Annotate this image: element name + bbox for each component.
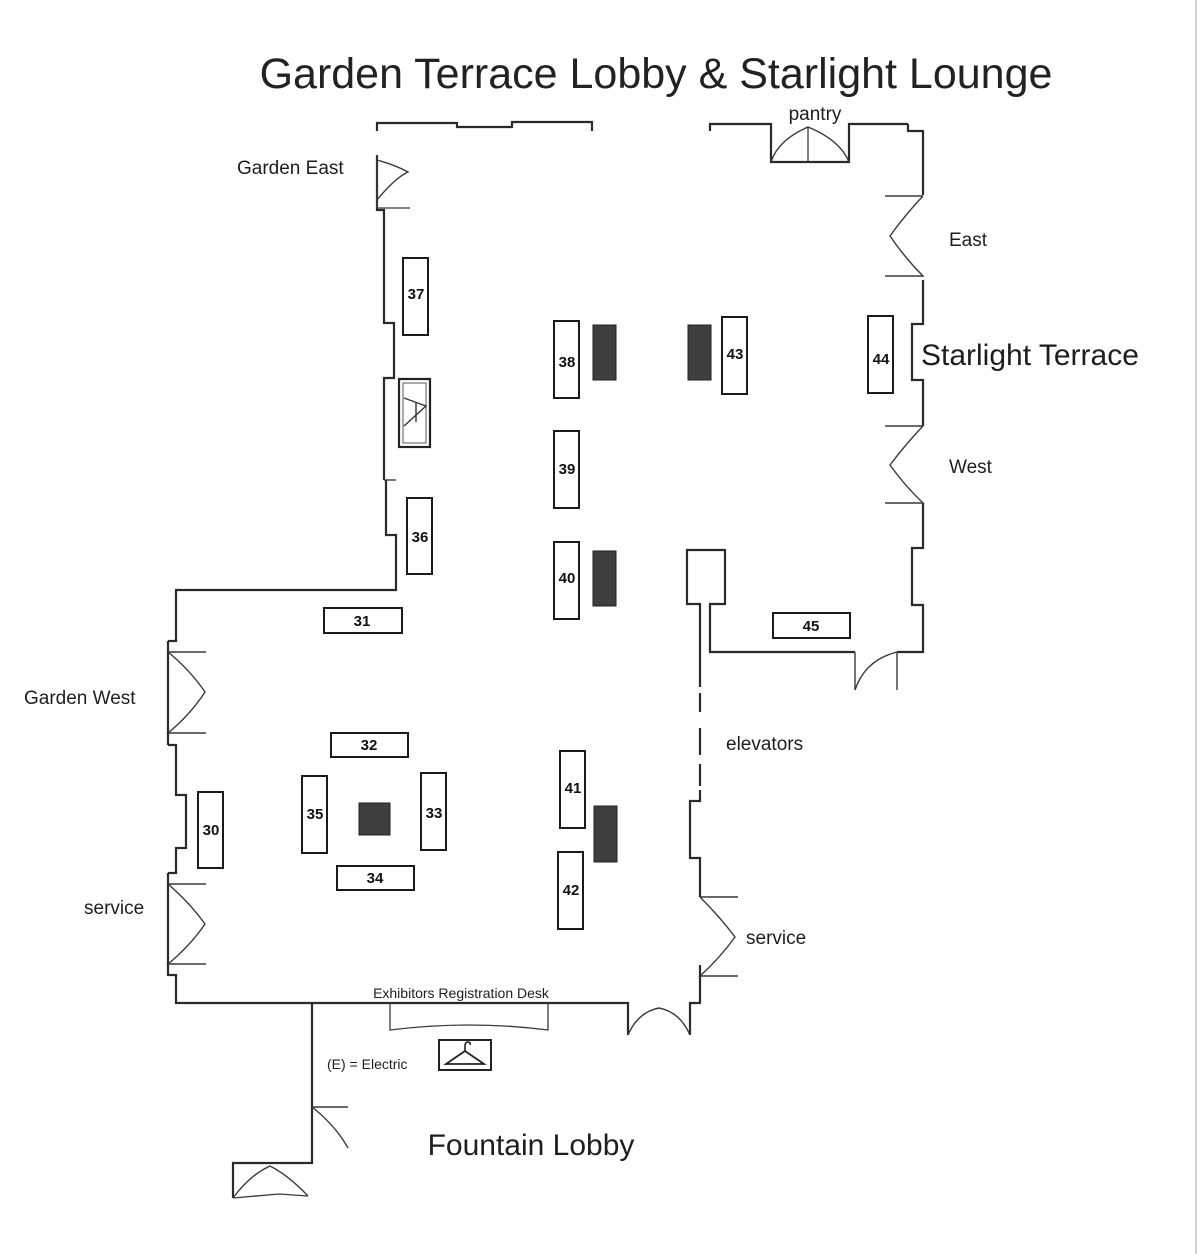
map-title: Garden Terrace Lobby & Starlight Lounge bbox=[260, 50, 1053, 98]
booth-37[interactable]: 37 bbox=[402, 257, 429, 336]
electric-outlets bbox=[358, 324, 712, 863]
svg-text:41: 41 bbox=[565, 780, 582, 797]
doors bbox=[166, 126, 925, 1199]
electric-outlet bbox=[592, 324, 617, 381]
label-registration-desk: Exhibitors Registration Desk bbox=[373, 985, 550, 1001]
svg-text:42: 42 bbox=[563, 882, 580, 899]
booth-43[interactable]: 43 bbox=[721, 316, 748, 395]
svg-text:44: 44 bbox=[873, 351, 890, 368]
svg-text:35: 35 bbox=[307, 806, 324, 823]
label-fountain-lobby: Fountain Lobby bbox=[428, 1129, 635, 1162]
bar-icon bbox=[397, 377, 432, 449]
booth-30[interactable]: 30 bbox=[197, 791, 224, 869]
label-pantry: pantry bbox=[789, 104, 842, 125]
coat-check-icon bbox=[438, 1039, 492, 1071]
svg-text:36: 36 bbox=[412, 529, 429, 546]
booth-31[interactable]: 31 bbox=[323, 607, 403, 634]
booth-35[interactable]: 35 bbox=[301, 775, 328, 854]
label-garden-west: Garden West bbox=[24, 688, 136, 709]
booth-40[interactable]: 40 bbox=[553, 541, 580, 620]
label-elevators: elevators bbox=[726, 734, 803, 755]
svg-text:31: 31 bbox=[354, 613, 371, 630]
registration-desk bbox=[389, 1003, 549, 1031]
electric-outlet bbox=[358, 802, 391, 836]
booth-44[interactable]: 44 bbox=[867, 315, 894, 394]
svg-text:32: 32 bbox=[361, 737, 378, 754]
electric-outlet bbox=[593, 805, 618, 863]
walls bbox=[166, 120, 925, 1199]
label-service-right: service bbox=[746, 928, 806, 949]
label-garden-east: Garden East bbox=[237, 158, 344, 179]
svg-text:38: 38 bbox=[559, 354, 576, 371]
booth-38[interactable]: 38 bbox=[553, 320, 580, 399]
svg-text:39: 39 bbox=[559, 461, 576, 478]
booth-34[interactable]: 34 bbox=[336, 865, 415, 891]
booth-42[interactable]: 42 bbox=[557, 851, 584, 930]
label-service-left: service bbox=[84, 898, 144, 919]
svg-text:43: 43 bbox=[727, 346, 744, 363]
svg-text:34: 34 bbox=[367, 870, 384, 887]
svg-text:33: 33 bbox=[426, 805, 443, 822]
booth-36[interactable]: 36 bbox=[406, 497, 433, 575]
booth-33[interactable]: 33 bbox=[420, 772, 447, 851]
label-west: West bbox=[949, 457, 993, 478]
svg-text:37: 37 bbox=[408, 286, 425, 303]
electric-outlet bbox=[687, 324, 712, 381]
electric-outlet bbox=[592, 550, 617, 607]
svg-text:30: 30 bbox=[203, 822, 220, 839]
svg-text:45: 45 bbox=[803, 618, 820, 635]
label-electric-key: (E) = Electric bbox=[327, 1056, 408, 1072]
booth-41[interactable]: 41 bbox=[559, 750, 586, 829]
booth-32[interactable]: 32 bbox=[330, 732, 409, 758]
booth-39[interactable]: 39 bbox=[553, 430, 580, 509]
booth-45[interactable]: 45 bbox=[772, 612, 851, 639]
label-east: East bbox=[949, 230, 988, 251]
svg-text:40: 40 bbox=[559, 570, 576, 587]
label-starlight-terrace: Starlight Terrace bbox=[921, 339, 1139, 372]
